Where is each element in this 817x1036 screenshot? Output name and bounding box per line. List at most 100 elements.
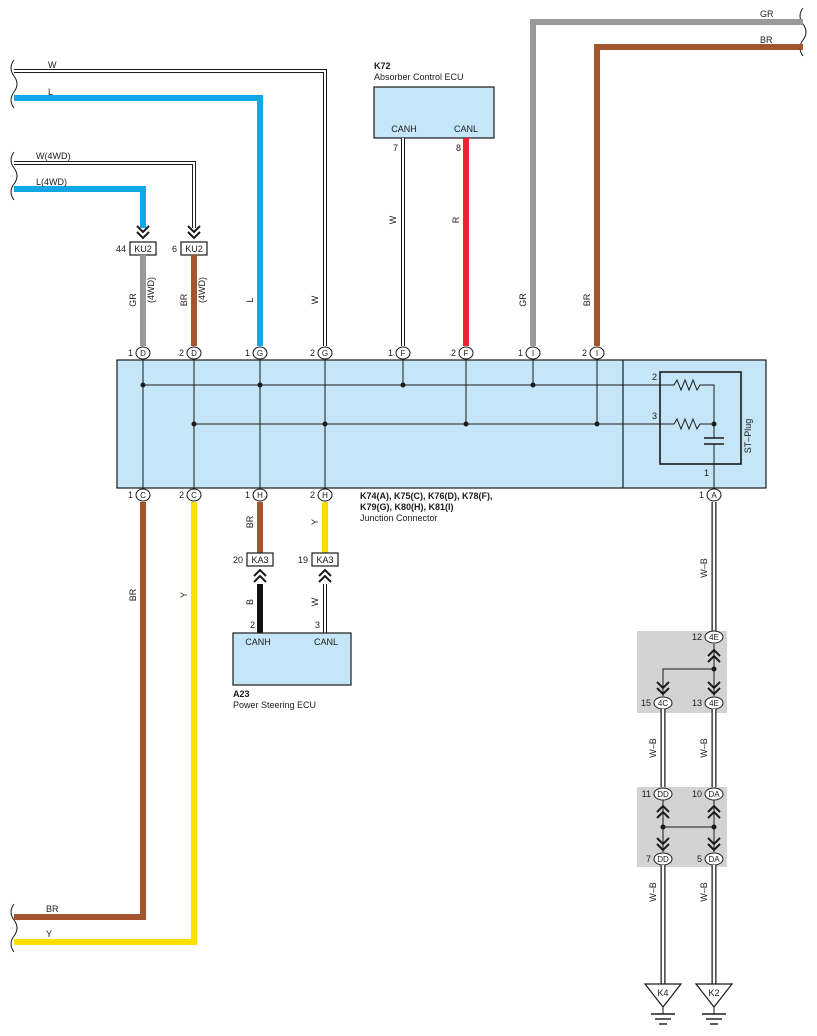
label-w4wd: W(4WD) [36, 151, 71, 161]
pin-bot-5-letter: A [711, 491, 717, 500]
wire-br-left [14, 502, 146, 920]
pin-bot-5-num: 1 [699, 490, 704, 500]
ground-k4-icon [643, 983, 683, 1025]
ku2-pin-a: 44 [116, 244, 126, 254]
a23-pin2: 2 [250, 620, 255, 630]
label-note-a: (4WD) [146, 277, 156, 303]
label-w-top: W [48, 60, 57, 70]
pin-top-2-num: 2 [179, 348, 184, 358]
label-gr-ku2: GR [128, 293, 138, 307]
ground-k4-label: K4 [657, 988, 668, 998]
splice2-tr-label: DA [708, 790, 720, 799]
st-plug-pin1: 1 [704, 468, 709, 478]
pin-top-2-letter: D [191, 349, 197, 358]
pin-top-3-letter: G [257, 349, 263, 358]
pin-top-7-num: 1 [518, 348, 523, 358]
pin-top-4-letter: G [322, 349, 328, 358]
resistor-2-icon [660, 378, 715, 424]
label-w-main: W [310, 295, 320, 304]
wire-gr-right [530, 19, 803, 346]
left-break-marks [10, 59, 18, 953]
pin-bot-3-num: 1 [245, 490, 250, 500]
splice2-br-label: DA [708, 855, 720, 864]
label-gr-right: GR [518, 293, 528, 307]
ka3-pin-a: 20 [233, 555, 243, 565]
label-w-k72: W [388, 215, 398, 224]
pin-bot-4-letter: H [322, 491, 328, 500]
wire-y-left [14, 502, 197, 945]
pin-top-3-num: 1 [245, 348, 250, 358]
label-wb-4c: W–B [648, 738, 658, 758]
chevron-ku2-b [187, 225, 201, 240]
label-l-top: L [48, 87, 53, 97]
splice1-right-num: 13 [692, 698, 702, 708]
a23-power-steering-ecu [232, 632, 352, 686]
pin-top-6-letter: F [464, 349, 469, 358]
label-wb-a: W–B [699, 558, 709, 578]
a23-name: Power Steering ECU [233, 700, 316, 710]
a23-code: A23 [233, 689, 250, 699]
label-br-right: BR [582, 293, 592, 306]
pin-top-7-letter: I [532, 349, 534, 358]
a23-canl: CANL [314, 637, 338, 647]
label-note-b: (4WD) [197, 277, 207, 303]
ku2-label-b: KU2 [185, 244, 203, 254]
pin-top-8-letter: I [596, 349, 598, 358]
pin-top-1-letter: D [140, 349, 146, 358]
wire-l4wd [14, 186, 146, 228]
ka3-pin-b: 19 [298, 555, 308, 565]
resistor-3-icon [660, 417, 715, 438]
splice2-bl-label: DD [657, 855, 669, 864]
wire-br-right [594, 44, 803, 346]
pin-top-5-num: 1 [388, 348, 393, 358]
k72-code: K72 [374, 61, 391, 71]
pin-bot-1-num: 1 [128, 490, 133, 500]
label-wb-dd: W–B [648, 882, 658, 902]
label-br-ku2: BR [179, 293, 189, 306]
label-br-bottom: BR [46, 904, 59, 914]
a23-pin3: 3 [315, 620, 320, 630]
label-wb-4e: W–B [699, 738, 709, 758]
label-w-ka3: W [310, 597, 320, 606]
junction-name: Junction Connector [360, 513, 438, 523]
pin-top-4-num: 2 [310, 348, 315, 358]
chevron-splice-2 [656, 804, 721, 852]
pin-bot-4-num: 2 [310, 490, 315, 500]
ku2-label-a: KU2 [134, 244, 152, 254]
junction-top-pins: D 1 D 2 G 1 G 2 F 1 F 2 I 1 I 2 [128, 346, 605, 360]
splice1-top-label: 4E [709, 633, 719, 642]
splice2-bl-num: 7 [646, 854, 651, 864]
splice1-left-label: 4C [658, 699, 668, 708]
chevron-ku2-a [136, 225, 150, 240]
pin-bot-2-letter: C [191, 491, 197, 500]
pin-bot-3-letter: H [257, 491, 263, 500]
label-y-h: Y [310, 519, 320, 525]
label-br-h: BR [245, 515, 255, 528]
junction-internal-bus [142, 360, 714, 488]
ground-k2-label: K2 [708, 988, 719, 998]
junction-codes-1: K74(A), K75(C), K76(D), K78(F), [360, 491, 493, 501]
label-br-right-top: BR [760, 35, 773, 45]
label-wb-da: W–B [699, 882, 709, 902]
k72-canh: CANH [391, 124, 417, 134]
splice2-br-num: 5 [697, 854, 702, 864]
pin-bot-2-num: 2 [179, 490, 184, 500]
splice1-top-num: 12 [692, 632, 702, 642]
k72-canl: CANL [454, 124, 478, 134]
junction-splice-dots [140, 382, 600, 427]
label-l-main: L [245, 297, 255, 302]
pin-bot-1-letter: C [140, 491, 146, 500]
wire-l-top [14, 95, 263, 346]
k72-pin7: 7 [393, 143, 398, 153]
pin-top-8-num: 2 [582, 348, 587, 358]
label-gr-right-top: GR [760, 9, 774, 19]
splice2-tl-label: DD [657, 790, 669, 799]
wire-w-top [14, 69, 327, 346]
label-r-k72: R [451, 216, 461, 223]
st-plug-label: ST–Plug [743, 419, 753, 454]
ground-k2-icon [694, 983, 734, 1025]
label-l4wd: L(4WD) [36, 177, 67, 187]
st-plug-pin3: 3 [652, 411, 657, 421]
chevron-ka3-b [318, 568, 332, 583]
